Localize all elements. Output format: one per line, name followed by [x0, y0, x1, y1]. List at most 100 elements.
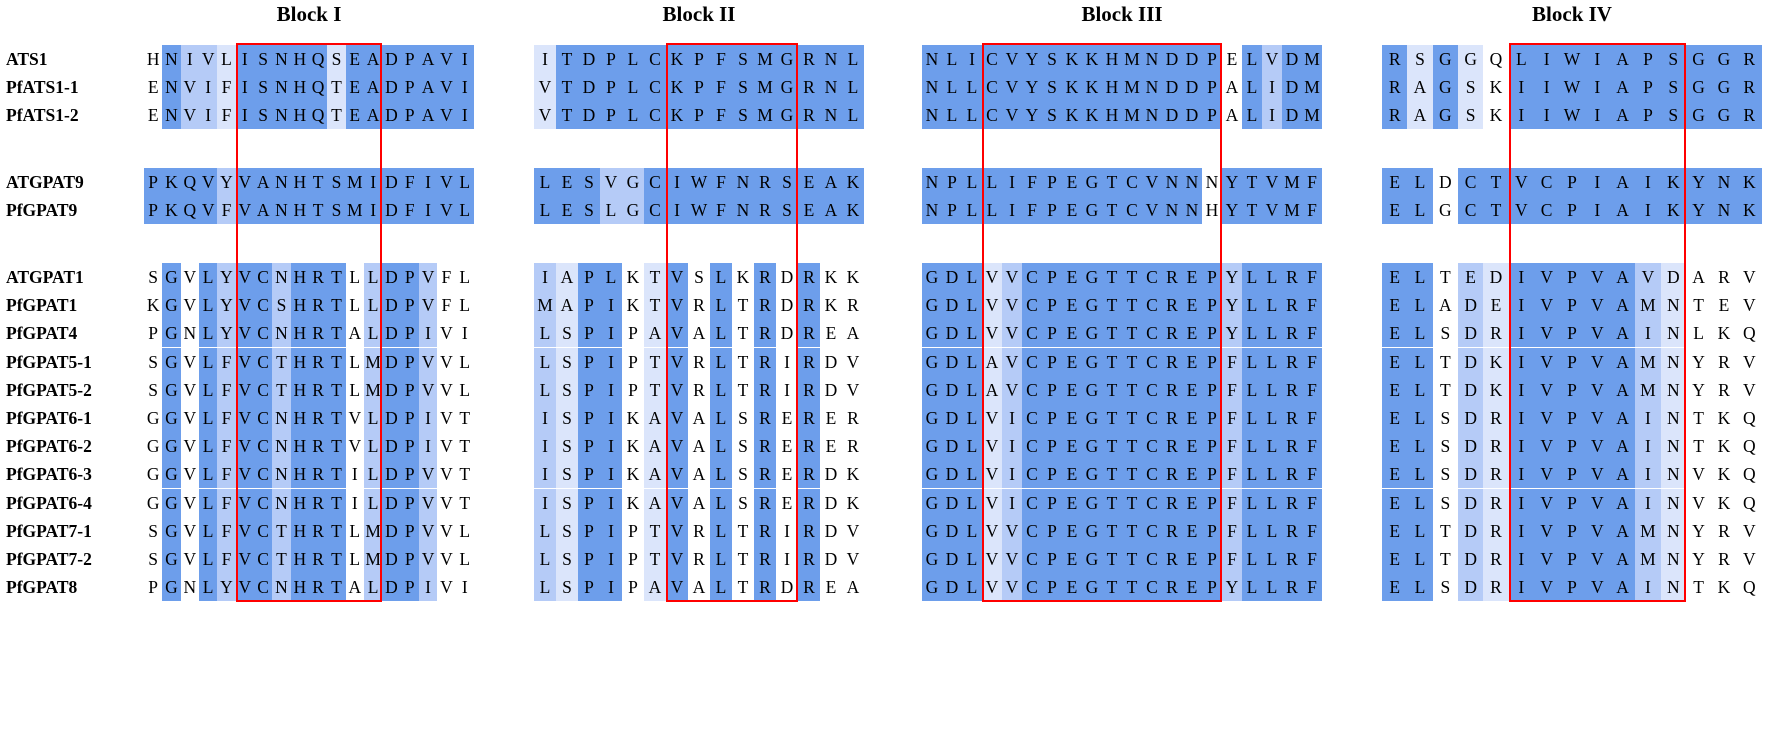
residue-cell: E — [1062, 291, 1082, 320]
residue-cell: G — [162, 375, 181, 404]
residue-cell: L — [622, 101, 644, 130]
residue-cell: N — [732, 168, 754, 196]
residue-cell: M — [363, 545, 383, 573]
residue-cell: T — [327, 263, 346, 291]
residue-cell: E — [1182, 291, 1202, 320]
residue-cell: P — [622, 545, 644, 573]
residue-cell: V — [1584, 488, 1610, 517]
residue-cell: R — [308, 460, 328, 489]
residue-cell: V — [180, 263, 199, 291]
residue-cell: T — [1242, 168, 1262, 196]
residue-cell: T — [732, 545, 754, 573]
residue-cell: S — [578, 196, 600, 225]
residue-cell: V — [1584, 263, 1610, 291]
residue-cell: S — [144, 347, 163, 376]
residue-cell: L — [942, 73, 962, 102]
residue-cell: R — [308, 488, 328, 517]
residue-cell: I — [534, 45, 556, 73]
residue-cell: R — [308, 573, 328, 602]
residue-cell: V — [437, 347, 456, 376]
residue-cell: P — [622, 573, 644, 602]
residue-cell: R — [1483, 573, 1509, 602]
residue-cell: G — [922, 460, 942, 489]
residue-cell: E — [1182, 347, 1202, 376]
residue-cell: L — [455, 196, 474, 225]
residue-cell: T — [327, 101, 346, 130]
residue-cell: F — [217, 432, 236, 461]
residue-cell: K — [622, 460, 644, 489]
residue-cell: R — [308, 291, 328, 320]
residue-cell: L — [455, 168, 474, 196]
residue-cell: L — [363, 573, 383, 602]
residue-cell: P — [1042, 347, 1062, 376]
residue-cell: H — [290, 73, 309, 102]
residue-cell: R — [754, 291, 776, 320]
residue-cell: V — [235, 319, 254, 348]
residue-cell: P — [942, 168, 962, 196]
residue-cell: V — [418, 516, 438, 545]
residue-cell: R — [1282, 291, 1302, 320]
residue-cell: Q — [1483, 45, 1509, 73]
residue-cell: D — [382, 432, 401, 461]
residue-cell: I — [1635, 196, 1661, 225]
residue-cell: G — [922, 573, 942, 602]
residue-cell: T — [1102, 375, 1122, 404]
residue-cell: A — [644, 319, 666, 348]
residue-cell: R — [688, 545, 710, 573]
residue-cell: Q — [1736, 319, 1762, 348]
residue-cell: V — [418, 347, 438, 376]
residue-cell: V — [345, 404, 364, 432]
residue-cell: N — [272, 432, 291, 461]
residue-cell: R — [798, 573, 820, 602]
residue-cell: V — [180, 73, 199, 102]
residue-cell: T — [732, 375, 754, 404]
residue-cell: I — [455, 573, 474, 602]
residue-cell: I — [534, 263, 556, 291]
residue-cell: Y — [1222, 573, 1242, 602]
residue-cell: I — [345, 460, 364, 489]
residue-cell: Y — [1685, 347, 1712, 376]
residue-cell: I — [1635, 404, 1661, 432]
residue-cell: V — [1002, 347, 1022, 376]
residue-cell: L — [1242, 573, 1262, 602]
residue-cell: G — [1082, 319, 1102, 348]
sequence-label: PfGPAT6-4 — [6, 492, 92, 513]
residue-cell: T — [1483, 168, 1509, 196]
residue-cell: V — [437, 319, 456, 348]
residue-cell: F — [710, 45, 732, 73]
residue-cell: C — [644, 101, 666, 130]
residue-cell: V — [666, 263, 688, 291]
residue-cell: I — [345, 488, 364, 517]
residue-cell: N — [1711, 196, 1737, 225]
residue-cell: G — [1082, 404, 1102, 432]
residue-cell: P — [1202, 347, 1222, 376]
residue-cell: L — [363, 263, 383, 291]
residue-cell: Y — [217, 291, 236, 320]
sequence-label: PfGPAT9 — [6, 200, 78, 221]
residue-cell: F — [1222, 432, 1242, 461]
residue-cell: L — [942, 45, 962, 73]
residue-cell: P — [1559, 432, 1585, 461]
residue-cell: G — [1082, 488, 1102, 517]
residue-cell: W — [1559, 101, 1585, 130]
residue-cell: V — [1736, 263, 1762, 291]
residue-cell: V — [982, 319, 1002, 348]
residue-cell: C — [253, 263, 273, 291]
residue-cell: A — [644, 573, 666, 602]
residue-cell: L — [962, 375, 982, 404]
residue-cell: T — [732, 573, 754, 602]
residue-cell: R — [1483, 545, 1509, 573]
residue-cell: E — [1382, 488, 1408, 517]
residue-cell: R — [1282, 573, 1302, 602]
residue-cell: A — [253, 168, 273, 196]
residue-cell: H — [290, 460, 309, 489]
residue-cell: C — [1022, 516, 1042, 545]
